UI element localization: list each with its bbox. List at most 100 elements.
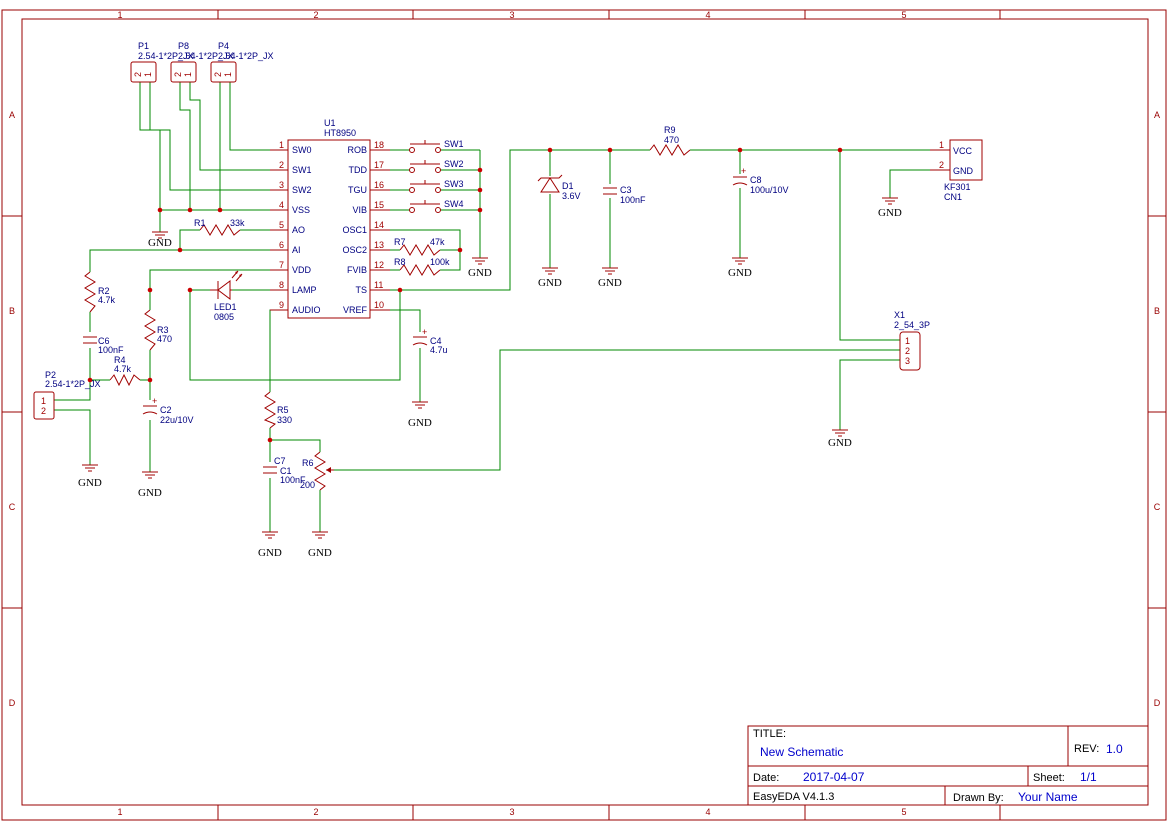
resistor-value: 330 [277, 415, 292, 425]
zone-col-5: 5 [901, 10, 906, 20]
resistor-value: 470 [157, 334, 172, 344]
gnd-symbol: GND [308, 531, 332, 559]
switch-sw3[interactable]: SW3 [409, 179, 464, 193]
cn1-value: KF301 [944, 182, 971, 192]
svg-text:+: + [422, 327, 427, 337]
gnd-label: GND [538, 277, 562, 289]
header-ref: P8 [178, 41, 189, 51]
zone-col-5-bottom: 5 [901, 807, 906, 817]
sheet-label: Sheet: [1033, 772, 1065, 784]
switch-sw2[interactable]: SW2 [409, 159, 464, 173]
switch-label: SW4 [444, 199, 464, 209]
ic-ref: U1 [324, 118, 336, 128]
capacitor-c2[interactable]: + C2 22u/10V [142, 396, 194, 425]
gnd-symbol: GND [148, 231, 172, 249]
switch-label: SW2 [444, 159, 464, 169]
resistor-ref: R3 [157, 325, 169, 335]
switch-sw1[interactable]: SW1 [409, 139, 464, 153]
gnd-symbol: GND [878, 197, 902, 219]
capacitor-value: 22u/10V [160, 415, 194, 425]
resistor-ref: R1 [194, 218, 206, 228]
resistor-r1[interactable]: R1 33k [194, 218, 245, 236]
resistor-ref: R5 [277, 405, 289, 415]
zener-d1[interactable]: D1 3.6V [537, 174, 581, 201]
switch-label: SW3 [444, 179, 464, 189]
resistor-value: 47k [430, 237, 445, 247]
cn1-pin-vcc: VCC [953, 146, 973, 156]
resistor-r4[interactable]: R4 4.7k [109, 355, 141, 387]
capacitor-c6[interactable]: C6 100nF [83, 336, 124, 355]
zone-row-b-right: B [1154, 306, 1160, 316]
capacitor-c8[interactable]: + C8 100u/10V [732, 166, 789, 195]
gnd-symbol: GND [728, 257, 752, 279]
ic-left-pins: 1 2 3 4 5 6 7 8 9 SW0 SW1 SW2 VSS AO AI … [270, 140, 321, 315]
gnd-symbol: GND [538, 267, 562, 289]
gnd-label: GND [78, 477, 102, 489]
led-ref: LED1 [214, 302, 237, 312]
cn1-ref: CN1 [944, 192, 962, 202]
led-led1[interactable]: LED1 0805 [210, 270, 243, 322]
gnd-label: GND [828, 437, 852, 449]
ic-u1[interactable]: U1 HT8950 1 2 3 4 5 6 7 8 9 SW0 SW1 SW2 … [270, 118, 390, 319]
ic-pin-name: AUDIO [292, 305, 321, 315]
ic-pin-num: 14 [374, 220, 384, 230]
rev-value: 1.0 [1106, 742, 1123, 756]
resistor-r2[interactable]: R2 4.7k [84, 271, 116, 313]
header-p8[interactable]: 2 1 P8 2.54-1*2P_JX [170, 41, 234, 83]
header-p4[interactable]: 2 1 P4 2.54-1*2P_JX [210, 41, 274, 83]
zone-row-c-right: C [1154, 502, 1161, 512]
connector-x1[interactable]: 1 2 3 X1 2_54_3P [894, 310, 930, 371]
resistor-ref: R7 [394, 237, 406, 247]
capacitor-c1[interactable]: C7 C1 100nF [263, 456, 306, 485]
capacitor-c3[interactable]: C3 100nF [603, 185, 646, 205]
gnd-label: GND [468, 267, 492, 279]
resistor-r5[interactable]: R5 330 [263, 391, 292, 429]
switch-sw4[interactable]: SW4 [409, 199, 464, 213]
header-value: 2.54-1*2P_JX [45, 379, 101, 389]
svg-text:1: 1 [939, 140, 944, 150]
gnd-label: GND [878, 207, 902, 219]
tool-version: EasyEDA V4.1.3 [753, 791, 834, 803]
ic-pin-num: 9 [279, 300, 284, 310]
capacitor-c4[interactable]: + C4 4.7u [412, 327, 448, 355]
gnd-label: GND [148, 237, 172, 249]
gnd-symbol: GND [598, 267, 622, 289]
resistor-ref: R9 [664, 125, 676, 135]
resistor-r3[interactable]: R3 470 [144, 309, 172, 351]
potentiometer-r6[interactable]: R6 200 [300, 451, 334, 491]
resistor-value: 200 [300, 480, 315, 490]
zone-row-d: D [9, 698, 16, 708]
ic-pin-name: AI [292, 245, 301, 255]
header-p1[interactable]: 2 1 P1 2.54-1*2P_JX [130, 41, 194, 83]
diode-ref: D1 [562, 181, 574, 191]
capacitor-ref: C1 [280, 466, 292, 476]
header-pin-label: 2 [173, 72, 183, 77]
gnd-symbol: GND [828, 429, 852, 449]
resistor-value: 100k [430, 257, 450, 267]
zone-row-a: A [9, 110, 15, 120]
resistor-r7[interactable]: R7 47k [394, 237, 445, 256]
svg-text:+: + [741, 166, 746, 176]
header-ref: P1 [138, 41, 149, 51]
ic-pin-name: AO [292, 225, 305, 235]
gnd-label: GND [138, 487, 162, 499]
zone-col-4-bottom: 4 [705, 807, 710, 817]
led-value: 0805 [214, 312, 234, 322]
zone-col-1-bottom: 1 [117, 807, 122, 817]
ic-pin-name: TGU [348, 185, 367, 195]
header-pin-label: 1 [183, 72, 193, 77]
gnd-symbol: GND [468, 257, 492, 279]
zone-row-b: B [9, 306, 15, 316]
header-ref: P2 [45, 370, 56, 380]
cn1-pin-gnd: GND [953, 166, 974, 176]
ic-pin-name: TDD [349, 165, 368, 175]
connector-cn1[interactable]: 1 2 VCC GND KF301 CN1 [930, 139, 983, 202]
capacitor-ref: C6 [98, 336, 110, 346]
resistor-r9[interactable]: R9 470 [649, 125, 691, 156]
header-p2[interactable]: 1 2 P2 2.54-1*2P_JX [33, 370, 101, 420]
header-ref: P4 [218, 41, 229, 51]
header-pin-label: 2 [213, 72, 223, 77]
ic-pin-name: SW0 [292, 145, 312, 155]
svg-text:+: + [152, 396, 157, 406]
resistor-r8[interactable]: R8 100k [394, 257, 450, 276]
